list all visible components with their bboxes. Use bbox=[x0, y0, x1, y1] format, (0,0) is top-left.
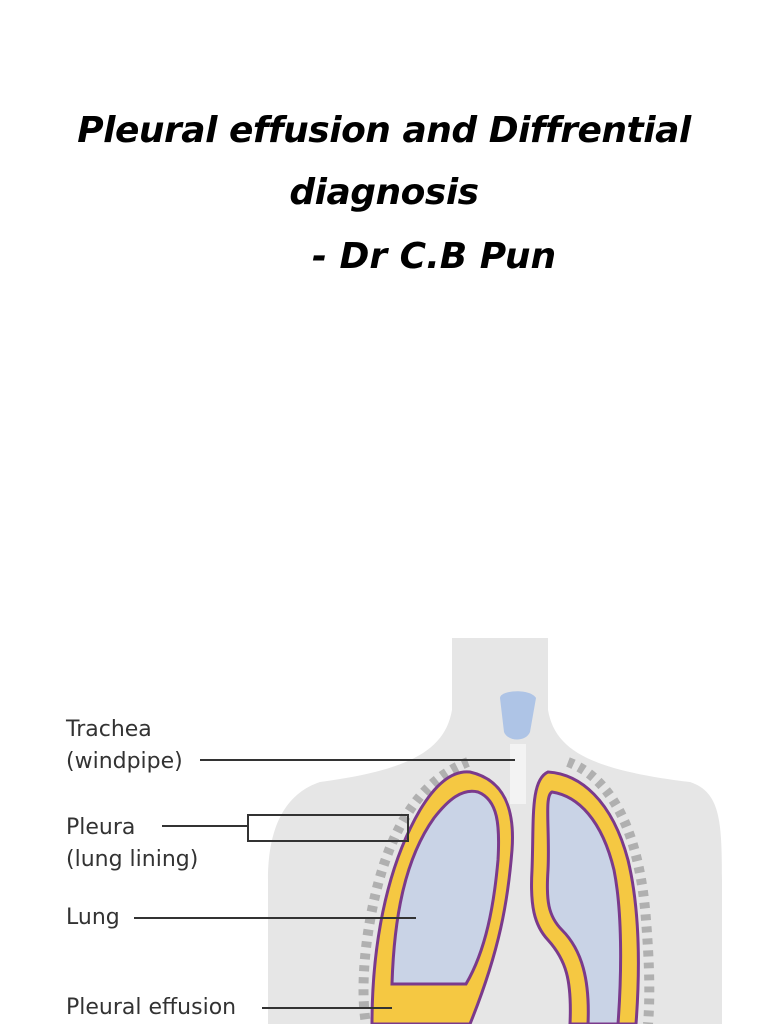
pleura-label-line1: Pleura bbox=[66, 812, 198, 844]
lung-label-line1: Lung bbox=[66, 902, 120, 934]
pleural-effusion-label-line1: Pleural effusion bbox=[66, 992, 236, 1024]
slide-title: Pleural effusion and Diffrential diagnos… bbox=[0, 100, 768, 224]
trachea-label: Trachea (windpipe) bbox=[66, 714, 183, 778]
slide-author: - Dr C.B Pun bbox=[312, 232, 556, 282]
lung-label: Lung bbox=[66, 902, 120, 934]
pleura-label: Pleura (lung lining) bbox=[66, 812, 198, 876]
trachea-label-line2: (windpipe) bbox=[66, 746, 183, 778]
pleural-effusion-illustration: Trachea (windpipe) Pleura (lung lining) … bbox=[0, 620, 768, 1024]
trachea-label-line1: Trachea bbox=[66, 714, 183, 746]
pleural-effusion-label: Pleural effusion bbox=[66, 992, 236, 1024]
trachea-rings bbox=[510, 744, 526, 804]
pleura-label-line2: (lung lining) bbox=[66, 844, 198, 876]
